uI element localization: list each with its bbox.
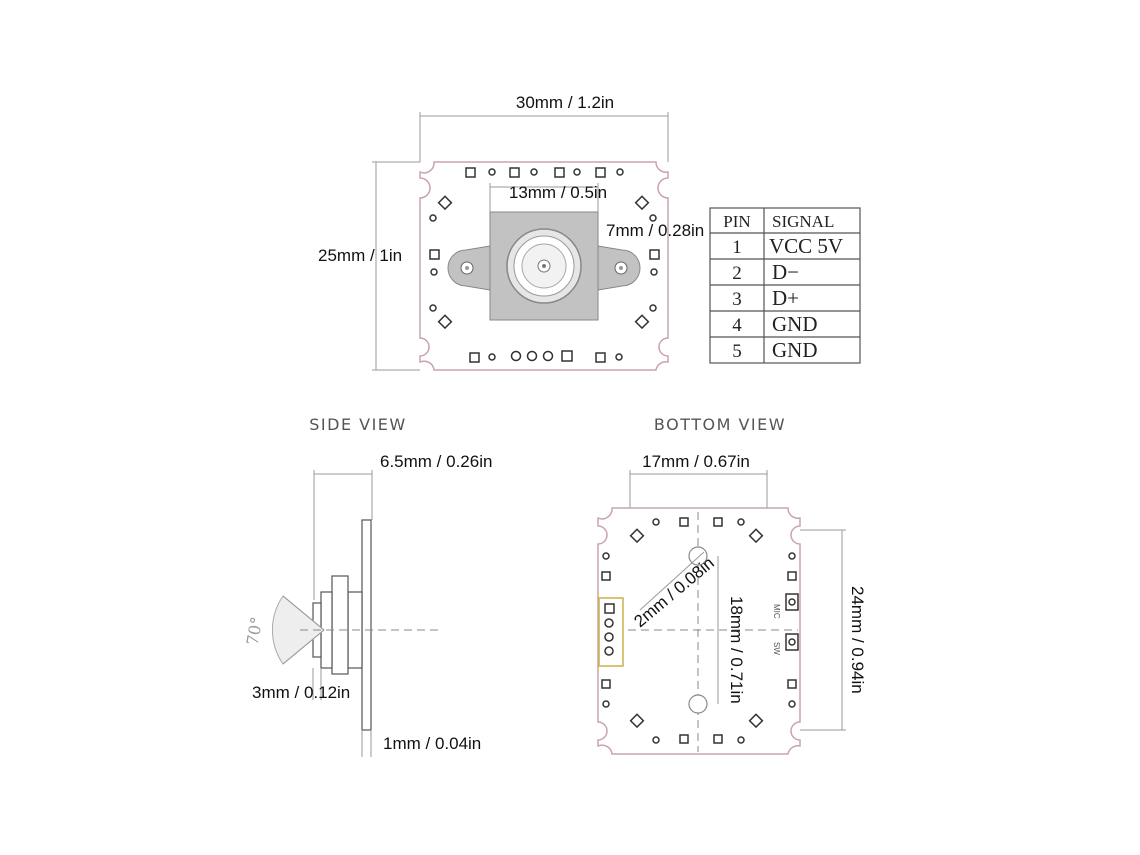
bottom-view-pads (601, 517, 797, 744)
pin-number: 4 (732, 315, 742, 336)
top-edge-pads (465, 167, 624, 178)
pin-table: PIN SIGNAL 1 VCC 5V 2 D− 3 D+ 4 GND 5 GN… (709, 207, 861, 364)
lens-mount-label: 13mm / 0.5in (509, 183, 607, 202)
vertical-spacing-label: 18mm / 0.71in (727, 596, 746, 704)
pin-number: 1 (732, 237, 742, 258)
side-depth-label: 6.5mm / 0.26in (380, 452, 492, 471)
signal-header: SIGNAL (772, 212, 834, 231)
bottom-height-label: 24mm / 0.94in (848, 586, 867, 694)
mount-hole (688, 546, 708, 566)
hole-size-label: 7mm / 0.28in (606, 221, 704, 240)
mount-hole (688, 694, 708, 714)
top-view: 30mm / 1.2in 25mm / 1in (318, 93, 704, 371)
pin-number: 2 (732, 263, 742, 284)
lens-mount (447, 211, 641, 321)
bottom-edge-pads (469, 350, 623, 363)
pin-signal: GND (772, 312, 818, 336)
side-lens-label: 3mm / 0.12in (252, 683, 350, 702)
pin-header: PIN (723, 212, 750, 231)
fov-angle-label: 70° (243, 615, 267, 646)
pin-signal: D+ (772, 286, 799, 310)
sw-component: SW (772, 633, 799, 655)
bottom-connector (598, 597, 624, 667)
side-pads (429, 195, 660, 330)
pin-signal: GND (772, 338, 818, 362)
pin-signal: VCC 5V (769, 234, 843, 258)
bottom-pcb-outline (597, 507, 801, 755)
top-width-label: 30mm / 1.2in (516, 93, 614, 112)
bottom-view: BOTTOM VIEW 17mm / 0.67in (597, 415, 867, 755)
sw-label: SW (772, 642, 781, 655)
side-view: SIDE VIEW 6.5mm / 0.26in 70° 3mm / 0.12i… (243, 415, 492, 757)
mic-component: MIC (772, 593, 799, 619)
bottom-spacing-label: 17mm / 0.67in (642, 452, 750, 471)
side-view-title: SIDE VIEW (309, 415, 406, 434)
top-height-label: 25mm / 1in (318, 246, 402, 265)
pin-signal: D− (772, 260, 799, 284)
pin-number: 5 (732, 341, 742, 362)
pin-number: 3 (732, 289, 742, 310)
side-board-label: 1mm / 0.04in (383, 734, 481, 753)
bottom-view-title: BOTTOM VIEW (654, 415, 786, 434)
mic-label: MIC (772, 604, 781, 619)
